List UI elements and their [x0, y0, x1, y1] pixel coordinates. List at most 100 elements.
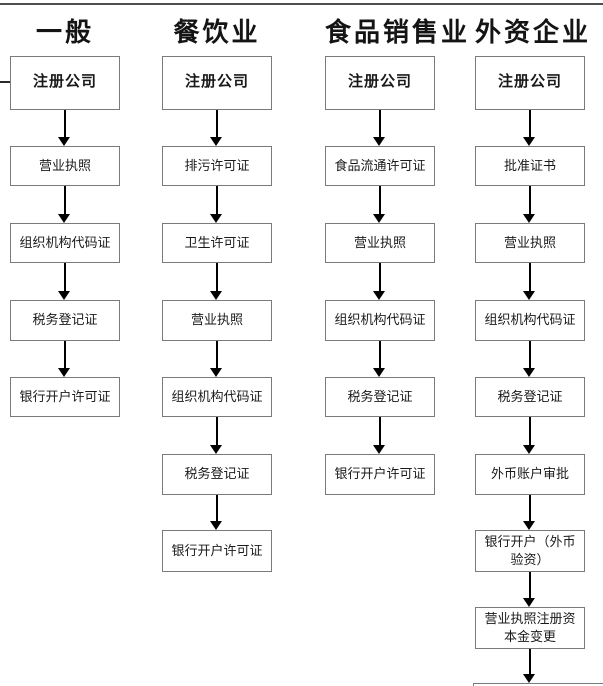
arrow-head-icon [523, 137, 535, 146]
step-box-general-tax-registration: 税务登记证 [10, 300, 120, 341]
arrow-head-icon [373, 137, 385, 146]
arrow-down-icon [210, 263, 223, 300]
arrow-down-icon [523, 341, 536, 377]
arrow-down-icon [210, 110, 223, 146]
step-box-foodsales-tax-registration: 税务登记证 [325, 377, 435, 417]
arrow-down-icon [210, 495, 223, 530]
arrow-shaft [529, 495, 531, 522]
arrow-shaft [529, 186, 531, 215]
column-header-general: 一般 [35, 18, 94, 47]
step-box-foreign-currency-account-approval: 外币账户审批 [475, 454, 585, 495]
arrow-shaft [529, 649, 531, 675]
arrow-down-icon [58, 341, 71, 377]
top-border-rule [0, 3, 603, 5]
step-box-foreign-tax-registration: 税务登记证 [475, 377, 585, 417]
arrow-down-icon [210, 186, 223, 223]
arrow-down-icon [373, 186, 386, 223]
step-box-foodsales-register-company: 注册公司 [325, 56, 435, 110]
arrow-head-icon [373, 368, 385, 377]
arrow-head-icon [523, 291, 535, 300]
arrow-down-icon [523, 495, 536, 530]
arrow-down-icon [523, 110, 536, 146]
arrow-down-icon [373, 417, 386, 454]
step-box-catering-pollution-permit: 排污许可证 [162, 146, 272, 186]
arrow-down-icon [373, 110, 386, 146]
arrow-shaft [379, 417, 381, 446]
step-box-catering-hygiene-permit: 卫生许可证 [162, 223, 272, 263]
step-box-foreign-approval-certificate: 批准证书 [475, 146, 585, 186]
arrow-shaft [379, 186, 381, 215]
step-box-catering-org-code-cert: 组织机构代码证 [162, 377, 272, 417]
step-box-general-org-code-cert: 组织机构代码证 [10, 223, 120, 263]
arrow-head-icon [210, 521, 222, 530]
arrow-shaft [216, 263, 218, 292]
arrow-head-icon [373, 445, 385, 454]
arrow-down-icon [523, 649, 536, 683]
arrow-down-icon [58, 186, 71, 223]
step-box-catering-tax-registration: 税务登记证 [162, 454, 272, 495]
arrow-head-icon [373, 291, 385, 300]
arrow-down-icon [523, 263, 536, 300]
step-box-foodsales-org-code-cert: 组织机构代码证 [325, 300, 435, 341]
arrow-head-icon [58, 137, 70, 146]
step-box-general-bank-account-permit: 银行开户许可证 [10, 377, 120, 417]
arrow-down-icon [523, 572, 536, 607]
arrow-shaft [216, 495, 218, 522]
incoming-connector-line [0, 81, 11, 83]
arrow-shaft [64, 186, 66, 215]
arrow-down-icon [58, 110, 71, 146]
step-box-foreign-register-company: 注册公司 [475, 56, 585, 110]
step-box-foreign-business-license: 营业执照 [475, 223, 585, 263]
arrow-shaft [529, 572, 531, 599]
arrow-head-icon [58, 368, 70, 377]
column-header-catering: 餐饮业 [173, 18, 261, 47]
arrow-shaft [379, 341, 381, 369]
arrow-head-icon [523, 521, 535, 530]
arrow-head-icon [523, 674, 535, 683]
arrow-head-icon [523, 598, 535, 607]
arrow-down-icon [523, 417, 536, 454]
arrow-head-icon [210, 214, 222, 223]
partial-next-step-box [473, 683, 603, 686]
arrow-shaft [64, 341, 66, 369]
step-box-catering-bank-account-permit: 银行开户许可证 [162, 530, 272, 572]
step-box-catering-business-license: 营业执照 [162, 300, 272, 341]
arrow-head-icon [523, 445, 535, 454]
arrow-shaft [379, 263, 381, 292]
arrow-shaft [216, 186, 218, 215]
arrow-shaft [529, 341, 531, 369]
column-header-foreign-enterprise: 外资企业 [475, 18, 592, 47]
arrow-down-icon [210, 417, 223, 454]
arrow-shaft [64, 263, 66, 292]
column-header-food-sales: 食品销售业 [325, 18, 471, 47]
step-box-foreign-bank-account-capital-verification: 银行开户（外币验资） [475, 530, 585, 572]
step-box-catering-register-company: 注册公司 [162, 56, 272, 110]
arrow-head-icon [373, 214, 385, 223]
arrow-down-icon [523, 186, 536, 223]
step-box-foodsales-bank-account-permit: 银行开户许可证 [325, 454, 435, 495]
step-box-foreign-registered-capital-change: 营业执照注册资本金变更 [475, 607, 585, 649]
arrow-head-icon [523, 214, 535, 223]
arrow-head-icon [210, 291, 222, 300]
arrow-shaft [216, 110, 218, 138]
arrow-shaft [216, 341, 218, 369]
arrow-head-icon [210, 137, 222, 146]
arrow-down-icon [373, 263, 386, 300]
step-box-foreign-org-code-cert: 组织机构代码证 [475, 300, 585, 341]
arrow-head-icon [210, 368, 222, 377]
arrow-shaft [529, 110, 531, 138]
arrow-head-icon [210, 445, 222, 454]
arrow-shaft [529, 263, 531, 292]
arrow-down-icon [210, 341, 223, 377]
arrow-down-icon [58, 263, 71, 300]
arrow-head-icon [58, 291, 70, 300]
arrow-head-icon [58, 214, 70, 223]
step-box-foodsales-business-license: 营业执照 [325, 223, 435, 263]
arrow-shaft [64, 110, 66, 138]
arrow-head-icon [523, 368, 535, 377]
arrow-shaft [216, 417, 218, 446]
arrow-down-icon [373, 341, 386, 377]
arrow-shaft [529, 417, 531, 446]
step-box-foodsales-food-circulation-permit: 食品流通许可证 [325, 146, 435, 186]
